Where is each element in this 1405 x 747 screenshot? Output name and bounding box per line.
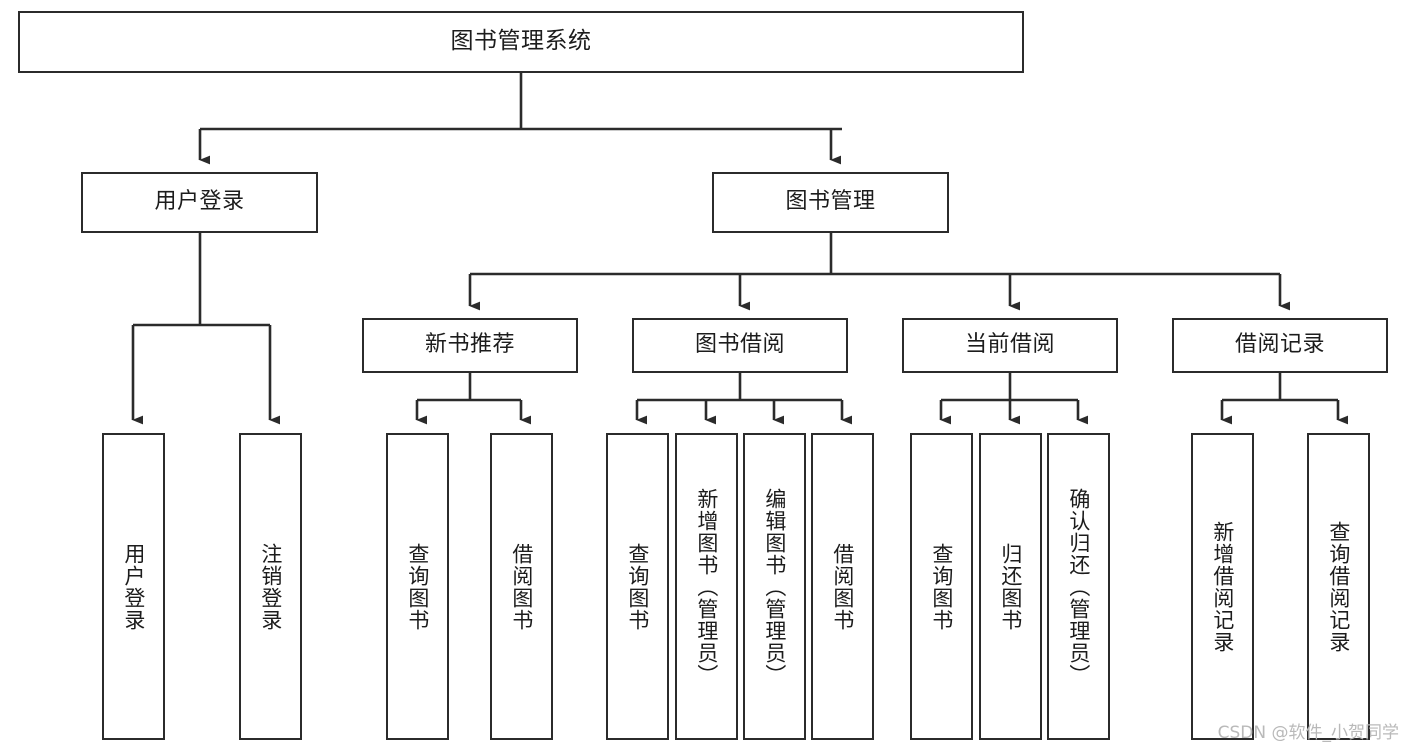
- node-leaf-edit-book-label: 编辑图书（管理员）: [762, 487, 787, 686]
- node-root-label: 图书管理系统: [450, 28, 592, 55]
- node-leaf-query-book-3-label: 查询图书: [929, 542, 954, 631]
- node-leaf-add-record-label: 新增借阅记录: [1210, 520, 1235, 653]
- node-leaf-user-logout-label: 注销登录: [258, 542, 283, 631]
- node-borrow-record-label: 借阅记录: [1234, 332, 1325, 358]
- node-leaf-query-book-2[interactable]: 查询图书: [606, 433, 669, 740]
- node-leaf-user-logout[interactable]: 注销登录: [239, 433, 302, 740]
- node-current-borrow[interactable]: 当前借阅: [902, 318, 1118, 373]
- node-book-borrow[interactable]: 图书借阅: [632, 318, 848, 373]
- node-user-login[interactable]: 用户登录: [81, 172, 318, 233]
- node-leaf-query-record[interactable]: 查询借阅记录: [1307, 433, 1370, 740]
- node-leaf-add-book[interactable]: 新增图书（管理员）: [675, 433, 738, 740]
- node-leaf-query-book-1-label: 查询图书: [405, 542, 430, 631]
- node-book-manage-label: 图书管理: [785, 189, 876, 215]
- node-leaf-query-book-1[interactable]: 查询图书: [386, 433, 449, 740]
- node-leaf-return-book[interactable]: 归还图书: [979, 433, 1042, 740]
- node-leaf-edit-book[interactable]: 编辑图书（管理员）: [743, 433, 806, 740]
- node-leaf-borrow-book-2[interactable]: 借阅图书: [811, 433, 874, 740]
- node-leaf-user-login-label: 用户登录: [121, 542, 146, 631]
- node-root[interactable]: 图书管理系统: [18, 11, 1024, 73]
- csdn-watermark: CSDN @软件_小贺同学: [1217, 723, 1399, 743]
- node-leaf-query-record-label: 查询借阅记录: [1326, 520, 1351, 653]
- node-leaf-confirm-return-label: 确认归还（管理员）: [1066, 487, 1091, 686]
- node-new-book-rec[interactable]: 新书推荐: [362, 318, 578, 373]
- node-leaf-borrow-book-1-label: 借阅图书: [509, 542, 534, 631]
- node-book-borrow-label: 图书借阅: [694, 332, 785, 358]
- node-leaf-add-record[interactable]: 新增借阅记录: [1191, 433, 1254, 740]
- node-leaf-query-book-2-label: 查询图书: [625, 542, 650, 631]
- node-leaf-query-book-3[interactable]: 查询图书: [910, 433, 973, 740]
- node-leaf-borrow-book-2-label: 借阅图书: [830, 542, 855, 631]
- node-book-manage[interactable]: 图书管理: [712, 172, 949, 233]
- node-leaf-borrow-book-1[interactable]: 借阅图书: [490, 433, 553, 740]
- node-new-book-rec-label: 新书推荐: [424, 332, 515, 358]
- node-leaf-confirm-return[interactable]: 确认归还（管理员）: [1047, 433, 1110, 740]
- node-borrow-record[interactable]: 借阅记录: [1172, 318, 1388, 373]
- node-user-login-label: 用户登录: [154, 189, 245, 215]
- node-leaf-return-book-label: 归还图书: [998, 542, 1023, 631]
- node-leaf-user-login[interactable]: 用户登录: [102, 433, 165, 740]
- node-current-borrow-label: 当前借阅: [964, 332, 1055, 358]
- node-leaf-add-book-label: 新增图书（管理员）: [694, 487, 719, 686]
